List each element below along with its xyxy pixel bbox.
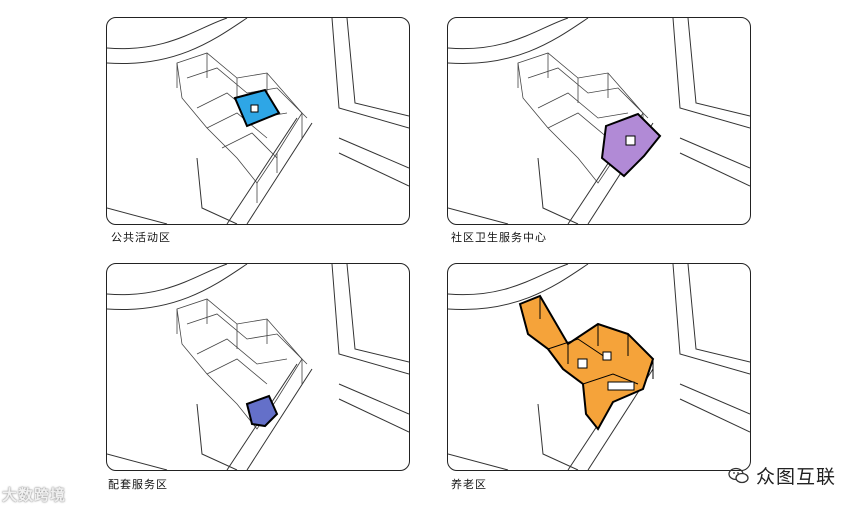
- caption-health-center: 社区卫生服务中心: [451, 229, 547, 245]
- watermark-left: 大数跨境: [2, 484, 66, 505]
- watermark-right-text: 众图互联: [756, 462, 836, 489]
- axonometric-diagram: [448, 264, 750, 470]
- axonometric-diagram: [107, 264, 409, 470]
- caption-support-services: 配套服务区: [108, 476, 168, 492]
- panel-support-services: [106, 263, 410, 471]
- caption-public-activity: 公共活动区: [111, 229, 171, 245]
- panel-public-activity: [106, 17, 410, 225]
- watermark-right: 众图互联: [728, 462, 836, 489]
- axonometric-diagram: [448, 18, 750, 224]
- panel-health-center: [447, 17, 751, 225]
- panel-elderly-care: [447, 263, 751, 471]
- axonometric-diagram: [107, 18, 409, 224]
- wechat-icon: [728, 467, 750, 485]
- caption-elderly-care: 养老区: [451, 476, 487, 492]
